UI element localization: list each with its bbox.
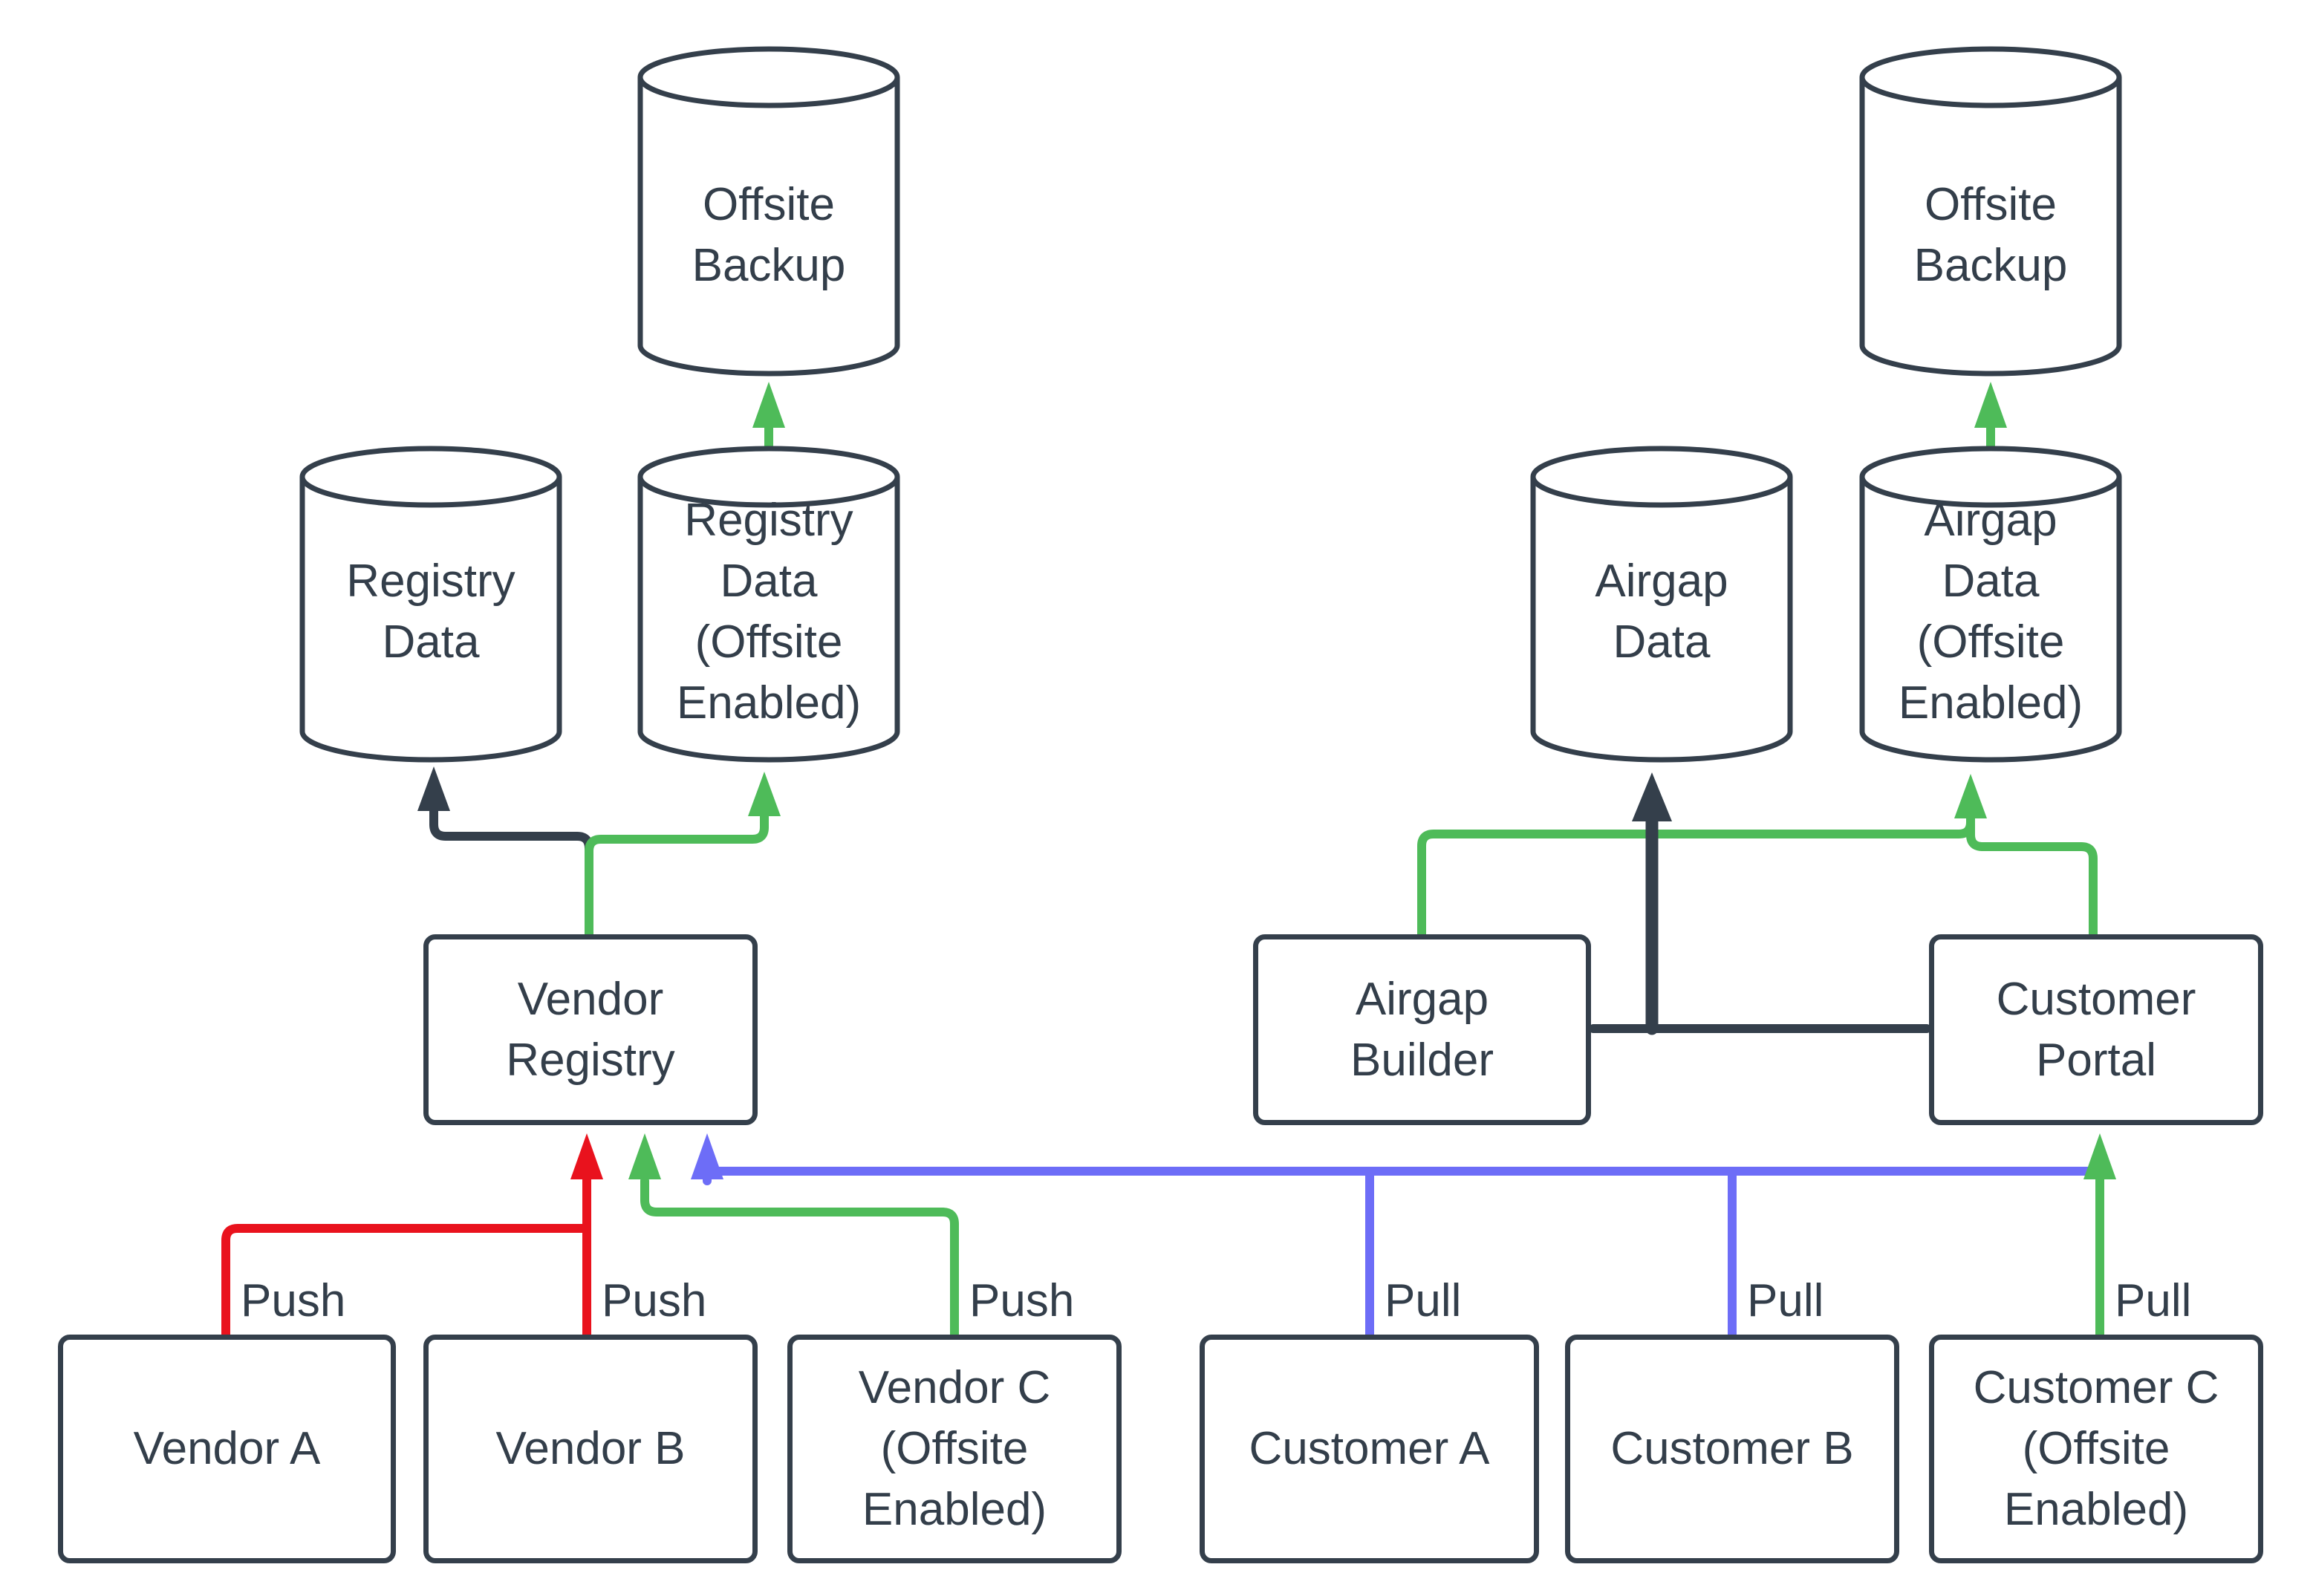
offsite-backup-right-cylinder xyxy=(1859,46,2122,377)
pull-label-customer-a: Pull xyxy=(1382,1271,1465,1331)
customer-b-node: Customer B xyxy=(1565,1335,1899,1563)
edge-customer-portal-to-airgap-data-offsite xyxy=(1966,820,2098,942)
edge-vendor-c-push xyxy=(640,1176,959,1339)
edge-airgap-builder-to-airgap-data-offsite xyxy=(1417,812,1975,942)
edge-vendor-registry-to-registry-data xyxy=(429,805,593,942)
arrowhead-offsite-backup-left xyxy=(752,382,785,428)
push-label-vendor-c: Push xyxy=(966,1271,1078,1331)
arrowhead-vendor-registry-red xyxy=(570,1133,603,1179)
edge-vendor-a-push xyxy=(221,1224,591,1339)
airgap-data-offsite-cylinder xyxy=(1859,446,2122,763)
pull-label-customer-b: Pull xyxy=(1744,1271,1827,1331)
pull-label-customer-c: Pull xyxy=(2112,1271,2195,1331)
arrowhead-vendor-registry-blue xyxy=(691,1133,723,1179)
vendor-registry-node: Vendor Registry xyxy=(423,934,758,1125)
offsite-backup-left-cylinder xyxy=(637,46,900,377)
airgap-builder-node: Airgap Builder xyxy=(1253,934,1591,1125)
push-label-vendor-a: Push xyxy=(238,1271,349,1331)
vendor-c-node: Vendor C (Offsite Enabled) xyxy=(787,1335,1122,1563)
airgap-data-cylinder xyxy=(1530,446,1793,763)
push-label-vendor-b: Push xyxy=(599,1271,710,1331)
arrowhead-customer-portal xyxy=(2083,1133,2116,1179)
vendor-b-node: Vendor B xyxy=(423,1335,758,1563)
vendor-a-node: Vendor A xyxy=(58,1335,396,1563)
edge-vendor-registry-to-registry-data-offsite xyxy=(585,810,769,942)
arrowhead-offsite-backup-right xyxy=(1974,382,2007,428)
arrowhead-airgap-data-offsite xyxy=(1954,774,1987,818)
registry-data-offsite-cylinder xyxy=(637,446,900,763)
edge-customer-pull-track xyxy=(703,1155,2104,1185)
customer-c-node: Customer C (Offsite Enabled) xyxy=(1929,1335,2263,1563)
arrowhead-registry-data xyxy=(417,766,450,811)
registry-data-cylinder xyxy=(299,446,562,763)
customer-portal-node: Customer Portal xyxy=(1929,934,2263,1125)
customer-a-node: Customer A xyxy=(1200,1335,1539,1563)
arrowhead-vendor-registry-green xyxy=(628,1133,661,1179)
arrowhead-airgap-data xyxy=(1632,772,1672,821)
arrowhead-registry-data-offsite xyxy=(748,772,781,816)
